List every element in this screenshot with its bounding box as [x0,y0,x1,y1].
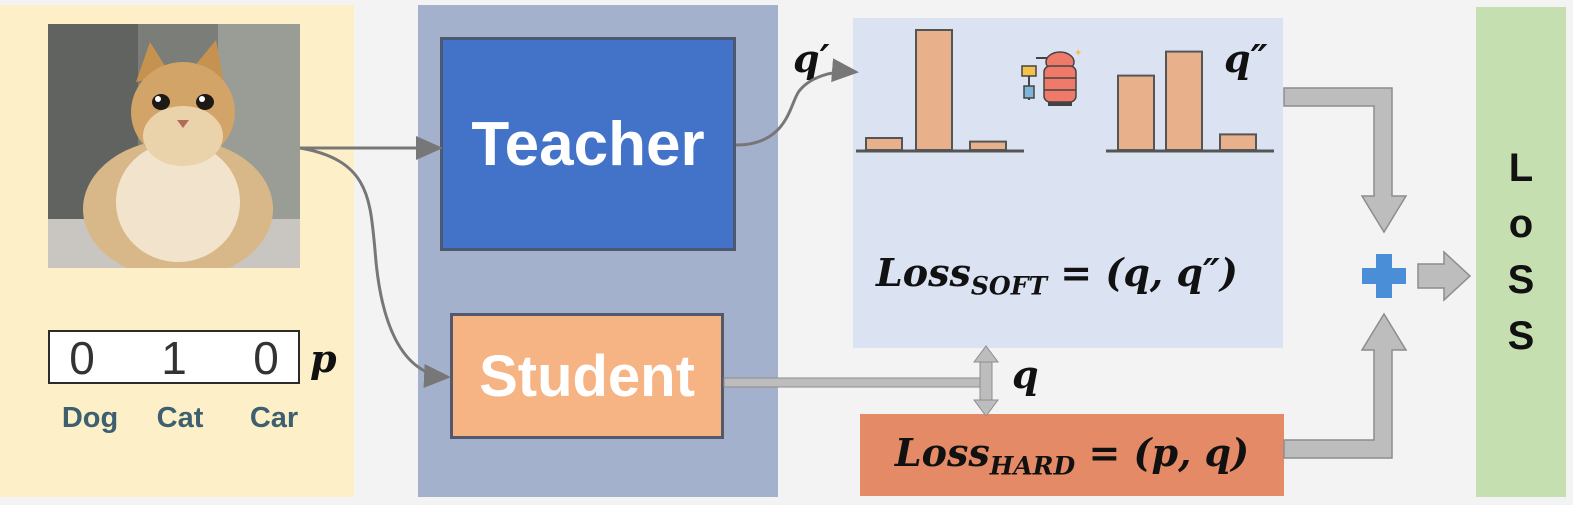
student-model-box: Student [450,313,724,439]
soft-loss-formula: LossSOFT = (q, q″) [876,250,1238,301]
hard-loss-box: LossHARD = (p, q) [860,414,1284,496]
hard-loss-expression: = (p, q) [1075,429,1250,475]
label-value-dog: 0 [69,332,95,384]
image-to-student-arrow [299,146,451,388]
one-hot-label-box: 0 1 0 [48,330,300,384]
student-label: Student [479,343,695,409]
teacher-distribution-bar-2 [969,140,1007,152]
plus-icon [1362,254,1406,298]
soft-loss-expression: = (q, q″) [1047,250,1238,295]
softened-distribution-bar-1 [1165,50,1203,151]
total-loss-label: L o S S [1476,140,1566,364]
total-loss-panel [1476,7,1566,497]
hard-loss-name: Loss [894,429,990,475]
class-name-cat: Cat [156,402,204,434]
softened-distribution-bar-0 [1117,74,1155,151]
label-value-cat: 1 [161,332,187,384]
class-name-car: Car [249,402,299,434]
student-double-arrow [973,345,999,417]
teacher-distribution-bar-1 [915,29,953,151]
loss-letter: L [1508,146,1534,190]
teacher-to-distribution-arrow [735,58,859,147]
teacher-label: Teacher [471,109,705,179]
soft-loss-name: Loss [876,250,971,295]
class-name-dog: Dog [61,402,119,434]
teacher-distribution-chart [865,29,1007,152]
loss-letter: S [1507,258,1535,302]
svg-text:✦: ✦ [1074,48,1082,59]
loss-letter: o [1508,202,1534,246]
soft-loss-to-combine-arrow [1283,87,1408,234]
loss-letter: S [1507,314,1535,358]
student-output-symbol: q [1012,352,1039,397]
softened-distribution-bar-2 [1219,133,1257,151]
hard-loss-subscript: HARD [989,451,1076,481]
hard-loss-formula: LossHARD = (p, q) [895,430,1249,481]
soft-loss-subscript: SOFT [970,271,1048,301]
hard-loss-to-combine-arrow [1283,312,1408,459]
student-output-connector [723,377,987,388]
label-symbol-p: p [310,336,337,381]
label-value-car: 0 [253,332,279,384]
teacher-distribution-bar-0 [865,137,903,151]
combine-to-loss-arrow [1417,250,1472,302]
softened-output-symbol: q″ [1224,36,1268,81]
cat-photo [48,24,300,268]
teacher-output-symbol: q′ [793,36,830,81]
softened-distribution-chart [1117,50,1257,151]
distillation-apparatus-icon: ✦ [1021,48,1082,106]
